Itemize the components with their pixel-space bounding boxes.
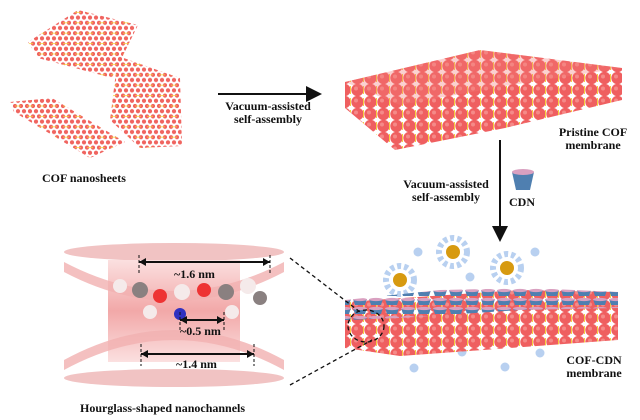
arrow-2-label-line1: Vacuum-assisted xyxy=(403,177,489,191)
zoom-circle xyxy=(347,309,385,343)
dimension-top-label: ~1.6 nm xyxy=(174,267,215,281)
cdn-label: CDN xyxy=(509,195,535,209)
cof-cdn-label: COF-CDN membrane xyxy=(554,354,634,380)
arrow-1-label-line2: self-assembly xyxy=(234,112,302,126)
water-molecule xyxy=(409,363,419,373)
pristine-cof-membrane-illustration xyxy=(345,50,622,150)
cof-nanosheets-label: COF nanosheets xyxy=(42,171,126,185)
cof-cdn-label-line2: membrane xyxy=(566,366,622,380)
pristine-cof-label-line1: Pristine COF xyxy=(558,125,628,139)
dimension-bottom-label: ~1.4 nm xyxy=(176,357,217,371)
hydrated-ions xyxy=(383,235,545,373)
water-molecule xyxy=(500,362,510,372)
pristine-cof-label-line2: membrane xyxy=(565,138,621,152)
arrow-2-label: Vacuum-assisted self-assembly xyxy=(396,178,496,204)
cdn-cup-icon xyxy=(512,169,534,190)
cyclodextrin-molecule xyxy=(113,278,267,320)
hydrated-ion xyxy=(436,235,470,269)
arrow-1-label-line1: Vacuum-assisted xyxy=(225,99,311,113)
cof-cdn-label-line1: COF-CDN xyxy=(566,353,622,367)
nanosheet-bottom xyxy=(10,98,125,158)
dimension-top xyxy=(138,255,271,275)
dimension-bottom xyxy=(140,344,255,366)
water-molecule xyxy=(413,247,423,257)
cof-cdn-membrane-illustration xyxy=(345,288,618,356)
dimension-middle-label: ~0.5 nm xyxy=(180,324,221,338)
zoom-line-bottom xyxy=(289,339,373,386)
water-molecule xyxy=(535,348,545,358)
hydrated-ion xyxy=(383,263,417,297)
nanosheet-top xyxy=(28,10,138,78)
hydrated-ion xyxy=(490,251,524,285)
cof-nanosheets-illustration xyxy=(10,10,182,158)
pristine-cof-label: Pristine COF membrane xyxy=(548,126,638,152)
water-molecule xyxy=(530,247,540,257)
arrow-2-label-line2: self-assembly xyxy=(412,190,480,204)
water-molecule xyxy=(465,272,475,282)
zoom-line-top xyxy=(289,257,361,313)
hourglass-label: Hourglass-shaped nanochannels xyxy=(80,401,246,415)
nanosheet-right xyxy=(110,56,182,148)
arrow-1-label: Vacuum-assisted self-assembly xyxy=(218,100,318,126)
dimension-middle xyxy=(179,312,225,330)
hourglass-nanochannel-illustration xyxy=(64,243,284,387)
